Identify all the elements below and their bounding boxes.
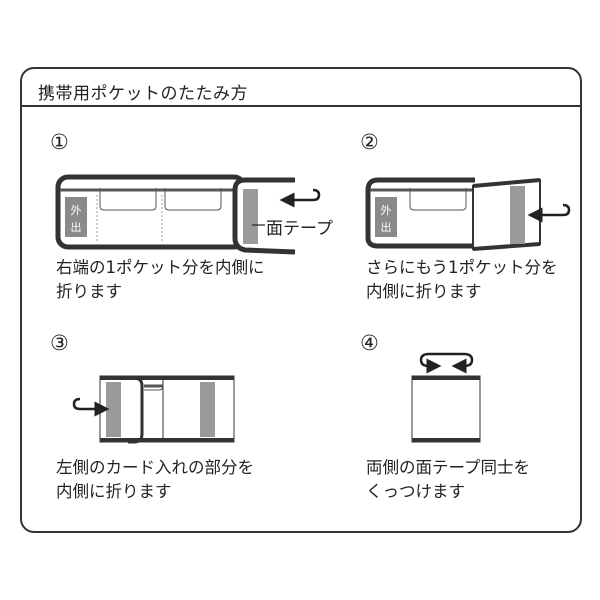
badge-text-1: 外	[71, 204, 82, 217]
join-arrows-icon	[419, 352, 474, 368]
badge-text-2: 出	[71, 220, 82, 234]
badge-outer	[65, 197, 87, 237]
instruction-frame	[20, 67, 582, 533]
fold-arrow-icon	[527, 203, 571, 223]
step-number: ③	[50, 331, 69, 355]
step-number: ①	[50, 130, 69, 154]
tape-callout: 面テープ	[266, 219, 333, 239]
step4-illustration	[411, 352, 481, 443]
fold-arrow-icon	[72, 397, 110, 417]
step-number: ④	[360, 331, 379, 355]
step1-text: 右端の1ポケット分を内側に折ります	[56, 258, 265, 301]
step1-illustration: 外 出	[55, 174, 321, 255]
step3-text: 左側のカード入れの部分を内側に折ります	[56, 458, 254, 501]
step2-illustration: 外 出	[365, 177, 571, 251]
svg-text:外: 外	[381, 204, 392, 217]
step-number: ②	[360, 130, 379, 154]
page-title: 携帯用ポケットのたたみ方	[38, 84, 248, 104]
step4-text: 両側の面テープ同士をくっつけます	[366, 458, 531, 501]
title-divider	[22, 105, 580, 107]
svg-text:出: 出	[381, 220, 392, 234]
fold-arrow-icon	[279, 188, 321, 208]
step2-text: さらにもう1ポケット分を内側に折ります	[366, 258, 558, 301]
step3-illustration	[72, 375, 235, 444]
